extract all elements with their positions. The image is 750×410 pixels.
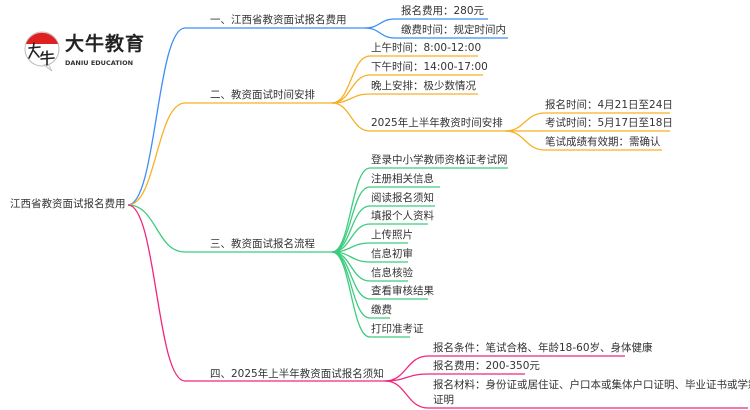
link-line <box>331 242 408 253</box>
link-line <box>127 102 332 206</box>
node[interactable]: 缴费时间：规定时间内 <box>401 24 506 36</box>
link-line <box>331 186 440 253</box>
node[interactable]: 注册相关信息 <box>371 173 434 185</box>
link-line <box>127 204 385 382</box>
node[interactable]: 报名费用：280元 <box>401 5 485 17</box>
link-line <box>331 102 505 132</box>
link-line <box>331 251 410 338</box>
branch-fee[interactable]: 一、江西省教资面试报名费用 <box>210 14 347 26</box>
node[interactable]: 上传照片 <box>371 229 413 241</box>
node[interactable]: 阅读报名须知 <box>371 192 434 204</box>
branch-process[interactable]: 三、教资面试报名流程 <box>210 238 315 250</box>
logo-title: 大牛教育 <box>65 33 146 55</box>
node[interactable]: 打印准考证 <box>371 323 424 335</box>
node[interactable]: 报名材料：身份证或居住证、户口本或集体户口证明、毕业证书或学籍 <box>433 379 750 391</box>
node[interactable]: 证明 <box>433 394 454 406</box>
link-line <box>331 205 435 253</box>
node[interactable]: 下午时间：14:00-17:00 <box>371 61 488 73</box>
branch-notice[interactable]: 四、2025年上半年教资面试报名须知 <box>210 368 384 380</box>
link-line <box>364 27 508 39</box>
node[interactable]: 笔试成绩有效期：需确认 <box>545 136 661 148</box>
node[interactable]: 查看审核结果 <box>371 285 434 297</box>
logo: 大牛教育 DANIU EDUCATION <box>22 28 152 74</box>
node[interactable]: 报名时间：4月21日至24日 <box>545 99 673 111</box>
link-line <box>127 204 332 253</box>
node[interactable]: 晚上安排：极少数情况 <box>371 80 476 92</box>
logo-mark-icon <box>24 31 60 72</box>
logo-subtitle: DANIU EDUCATION <box>65 59 134 67</box>
node[interactable]: 考试时间：5月17日至18日 <box>545 117 673 129</box>
node[interactable]: 报名条件：笔试合格、年龄18-60岁、身体健康 <box>433 342 653 354</box>
link-line <box>331 167 508 253</box>
root-node[interactable]: 江西省教资面试报名费用 <box>10 198 126 210</box>
link-line <box>384 373 525 382</box>
node[interactable]: 填报个人资料 <box>371 210 434 222</box>
branch-schedule[interactable]: 二、教资面试时间安排 <box>210 89 315 101</box>
link-line <box>364 18 488 29</box>
node[interactable]: 信息初审 <box>371 248 413 260</box>
node[interactable]: 信息核验 <box>371 267 413 279</box>
node[interactable]: 报名费用：200-350元 <box>433 360 540 372</box>
link-line <box>331 55 478 104</box>
link-line <box>504 130 662 151</box>
node[interactable]: 登录中小学教师资格证考试网 <box>371 154 508 166</box>
node[interactable]: 2025年上半年教资时间安排 <box>371 117 503 129</box>
link-line <box>127 27 365 206</box>
node[interactable]: 上午时间：8:00-12:00 <box>371 42 482 54</box>
link-line <box>384 380 748 409</box>
node[interactable]: 缴费 <box>371 304 392 316</box>
link-line <box>331 93 478 104</box>
